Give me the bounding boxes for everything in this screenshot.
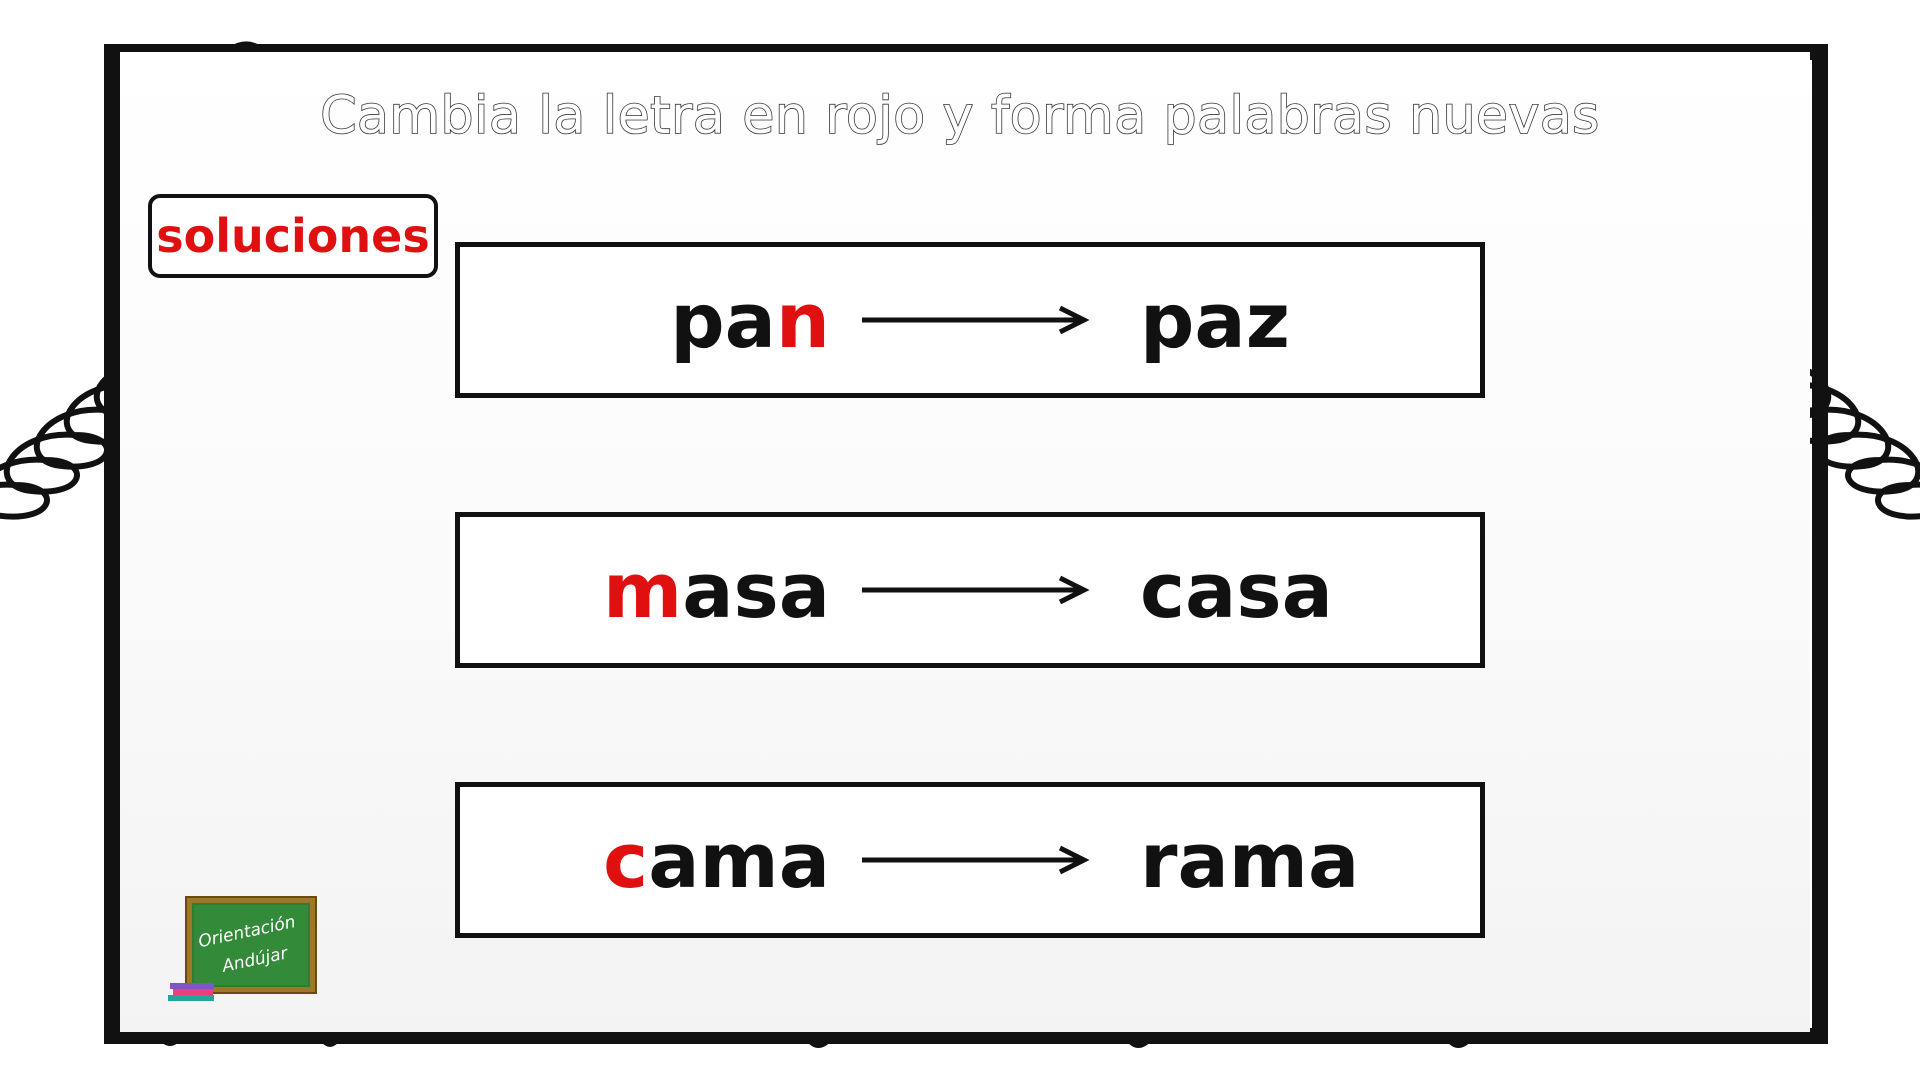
new-word: rama <box>1140 815 1360 905</box>
changed-letter: c <box>603 815 649 905</box>
orientacion-andujar-logo: Orientación Andújar <box>168 896 317 1001</box>
new-word: paz <box>1140 275 1290 365</box>
changed-letter: m <box>602 545 683 635</box>
new-word: casa <box>1140 545 1333 635</box>
books-icon <box>168 983 214 1001</box>
right-arrow-icon <box>862 305 1090 335</box>
right-arrow-icon <box>862 575 1090 605</box>
original-word-prefix: pa <box>670 275 776 365</box>
solutions-badge: soluciones <box>148 194 438 278</box>
original-word-suffix: asa <box>682 545 830 635</box>
original-word-suffix: ama <box>648 815 830 905</box>
worksheet-title: Cambia la letra en rojo y forma palabras… <box>319 85 1600 147</box>
changed-letter: n <box>775 275 830 365</box>
right-arrow-icon <box>862 845 1090 875</box>
